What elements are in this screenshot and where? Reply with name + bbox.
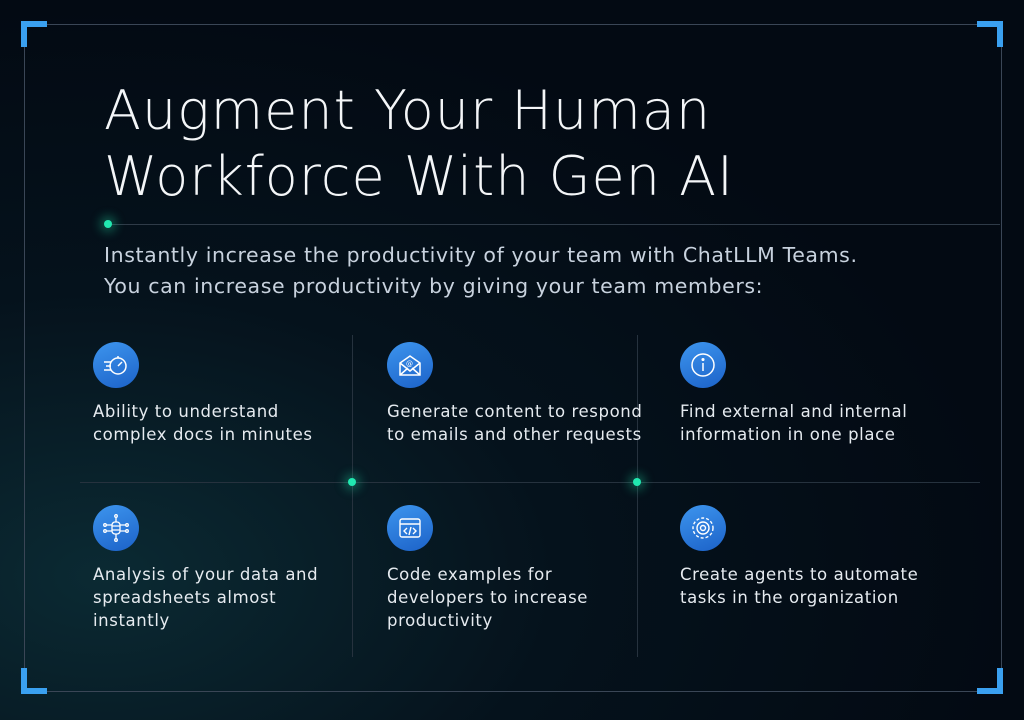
feature-text: Generate content to respond to emails an… bbox=[387, 402, 643, 444]
feature-text: Analysis of your data and spreadsheets a… bbox=[93, 565, 319, 630]
feature-item: @ Generate content to respond to emails … bbox=[387, 342, 647, 446]
svg-text:@: @ bbox=[406, 360, 413, 368]
feature-text: Create agents to automate tasks in the o… bbox=[680, 565, 919, 607]
feature-text: Ability to understand complex docs in mi… bbox=[93, 402, 313, 444]
divider bbox=[108, 224, 1000, 225]
feature-item: Code examples for developers to increase… bbox=[387, 505, 647, 632]
corner-bracket bbox=[977, 21, 1003, 47]
subtitle-line: You can increase productivity by giving … bbox=[104, 274, 764, 298]
feature-item: Analysis of your data and spreadsheets a… bbox=[93, 505, 353, 632]
gear-automation-icon bbox=[680, 505, 726, 551]
feature-text: Find external and internal information i… bbox=[680, 402, 908, 444]
grid-divider bbox=[637, 335, 638, 657]
corner-bracket bbox=[21, 21, 47, 47]
corner-bracket bbox=[977, 668, 1003, 694]
title-line: Workforce With Gen AI bbox=[104, 145, 734, 208]
frame-border bbox=[24, 24, 1002, 692]
stopwatch-icon bbox=[93, 342, 139, 388]
feature-text: Code examples for developers to increase… bbox=[387, 565, 589, 630]
glow-dot bbox=[348, 478, 356, 486]
feature-item: Create agents to automate tasks in the o… bbox=[680, 505, 940, 609]
info-icon bbox=[680, 342, 726, 388]
subtitle-line: Instantly increase the productivity of y… bbox=[104, 243, 858, 267]
subtitle: Instantly increase the productivity of y… bbox=[104, 240, 858, 302]
feature-item: Ability to understand complex docs in mi… bbox=[93, 342, 353, 446]
code-window-icon bbox=[387, 505, 433, 551]
glow-dot bbox=[104, 220, 112, 228]
grid-divider bbox=[352, 335, 353, 657]
corner-bracket bbox=[21, 668, 47, 694]
feature-item: Find external and internal information i… bbox=[680, 342, 940, 446]
email-icon: @ bbox=[387, 342, 433, 388]
grid-divider bbox=[80, 482, 980, 483]
glow-dot bbox=[633, 478, 641, 486]
database-network-icon bbox=[93, 505, 139, 551]
title-line: Augment Your Human bbox=[104, 79, 712, 142]
